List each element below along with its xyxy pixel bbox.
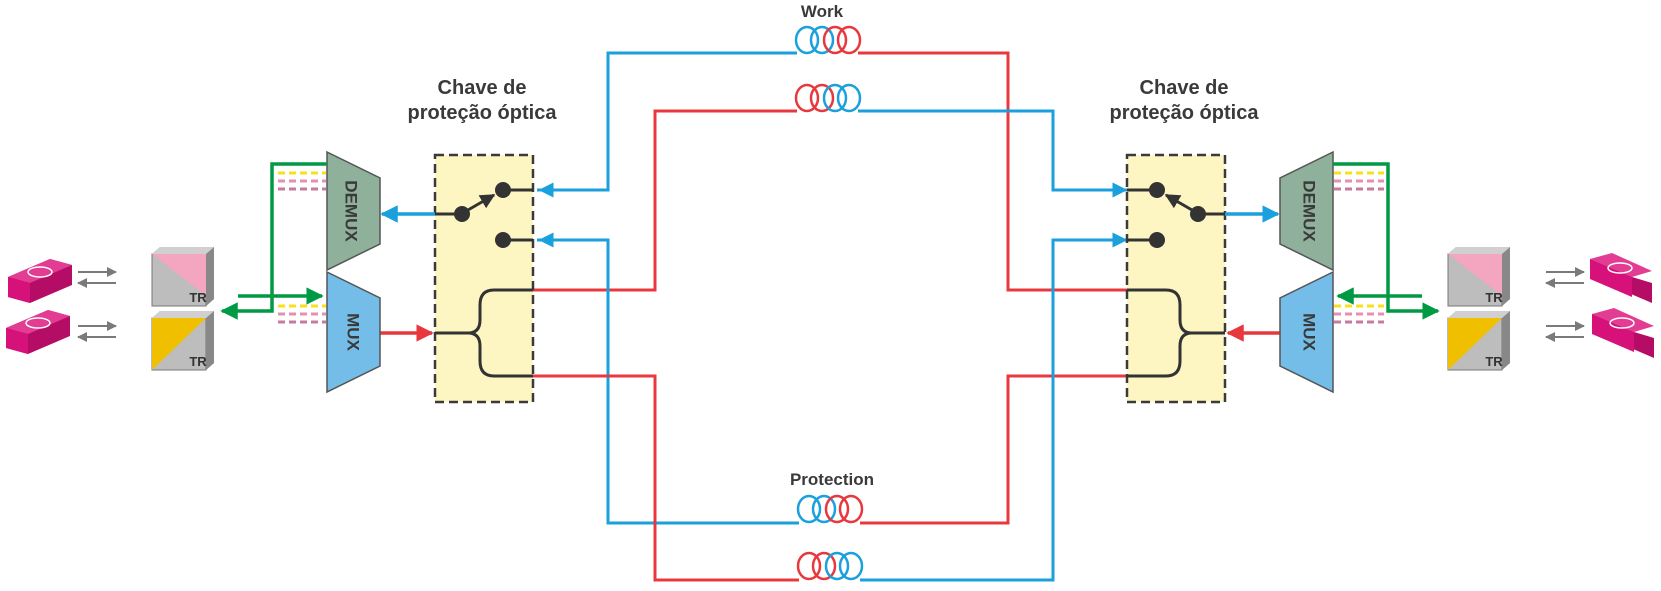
transceiver-icon: TR: [1447, 247, 1510, 307]
client-link-right: [1333, 162, 1440, 320]
optical-splitter-icon: [1127, 288, 1225, 378]
fiber-coil-icon: [796, 494, 864, 524]
work-label: Work: [801, 2, 844, 21]
router-icon: [1545, 308, 1654, 358]
mux-left-label: MUX: [344, 313, 363, 351]
router-icon: [8, 259, 117, 303]
client-link-left: [220, 162, 327, 320]
fiber-coil-icon: [794, 83, 862, 113]
switch-input-arrows: [538, 182, 1128, 248]
optical-switch-icon: [1127, 182, 1225, 248]
router-icon: [1545, 253, 1652, 303]
protection-fiber-2-blue: [860, 238, 1128, 582]
optical-protection-switch-right: [1125, 153, 1227, 404]
work-fiber-2-red: [533, 109, 797, 292]
transceiver-label: TR: [189, 354, 207, 369]
switch-title-left-line1: Chave de: [438, 77, 527, 99]
demux-right-label: DEMUX: [1300, 180, 1319, 242]
work-fiber-1-red: [858, 51, 1127, 292]
wavelength-lanes-left: [278, 171, 326, 324]
router-icon: [6, 310, 117, 354]
fiber-paths: [533, 51, 1128, 582]
switch-title-left-line2: proteção óptica: [408, 102, 558, 124]
fiber-coil-icon: [796, 551, 864, 581]
transceiver-label: TR: [1485, 354, 1503, 369]
demux-left-label: DEMUX: [342, 180, 361, 242]
fiber-coil-icon: [794, 25, 862, 55]
mux-right: MUX: [1279, 270, 1334, 394]
optical-protection-switch-left: [433, 153, 535, 404]
optical-switch-icon: [435, 182, 533, 248]
switch-title-right-line1: Chave de: [1140, 77, 1229, 99]
optical-splitter-icon: [435, 288, 533, 378]
demux-right: DEMUX: [1279, 150, 1334, 272]
protection-fiber-2-red: [533, 374, 799, 582]
protection-fiber-1-red: [860, 374, 1127, 525]
protection-fiber-1-blue: [537, 238, 799, 525]
transceiver-label: TR: [1485, 290, 1503, 305]
work-fiber-1-blue: [537, 51, 797, 192]
switch-title-right-line2: proteção óptica: [1110, 102, 1260, 124]
transceiver-label: TR: [189, 290, 207, 305]
mux-left: MUX: [326, 270, 381, 394]
transceiver-icon: TR: [1447, 311, 1510, 371]
demux-left: DEMUX: [326, 150, 381, 272]
wavelength-lanes-right: [1334, 171, 1384, 324]
work-fiber-2-blue: [858, 109, 1128, 192]
mux-right-label: MUX: [1300, 313, 1319, 351]
transceiver-icon: TR: [151, 247, 214, 307]
protection-label: Protection: [790, 470, 874, 489]
transceiver-icon: TR: [151, 311, 214, 371]
